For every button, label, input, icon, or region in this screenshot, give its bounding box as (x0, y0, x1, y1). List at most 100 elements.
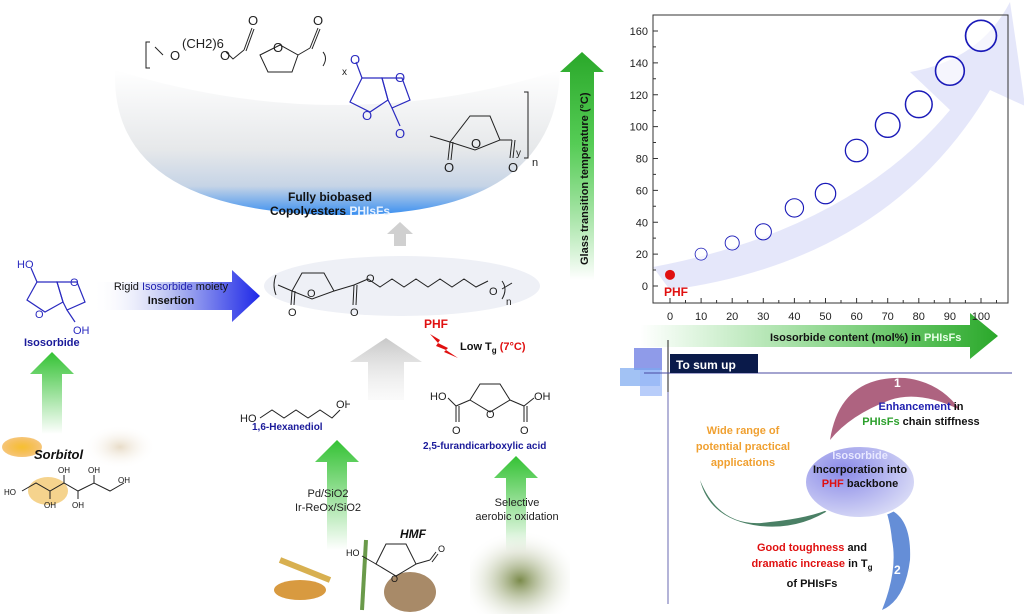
wheat-ear (278, 557, 332, 583)
y-tick-label: 100 (630, 122, 648, 134)
item-3-number: 3 (753, 511, 760, 525)
x-tick-label: 60 (850, 311, 862, 323)
subscript-n: n (532, 157, 538, 169)
up-arrow-gray-large (350, 338, 422, 400)
svg-text:O: O (438, 544, 445, 554)
fdca-structure: HO O O O OH (430, 383, 551, 437)
copolyester-structure: O (CH2)6 O O O O x O O O O O O O y n (145, 13, 538, 175)
svg-text:O: O (489, 286, 498, 298)
svg-text:O: O (220, 48, 230, 63)
top-bowl-graphic (114, 70, 560, 215)
isosorbide-ho: HO (17, 260, 34, 271)
svg-text:O: O (248, 13, 258, 28)
subscript-y: y (516, 148, 521, 159)
data-point (754, 223, 772, 241)
insertion-line2: Insertion (147, 295, 195, 307)
svg-text:O: O (395, 70, 405, 85)
hexanediol-structure: HO OH (240, 399, 350, 422)
o-atom: O (170, 48, 180, 63)
y-tick-label: 0 (642, 281, 648, 293)
sorbitol-oh-4: OH (72, 501, 84, 510)
x-tick-label: 10 (695, 311, 707, 323)
svg-text:O: O (288, 307, 297, 319)
svg-text:OH: OH (336, 399, 350, 411)
biomass-images: HO O O (274, 530, 570, 614)
data-point (694, 247, 708, 261)
isosorbide-oh: OH (73, 325, 90, 337)
summary-item-3: Wide range of potential practical applic… (695, 425, 791, 469)
green-arrow-hexanediol (315, 440, 359, 550)
svg-text:O: O (35, 309, 44, 321)
x-tick-label: 80 (913, 311, 925, 323)
x-axis-label: Isosorbide content (mol%) in PHIsFs (770, 332, 961, 344)
x-axis-green-arrow (640, 313, 998, 359)
hmf-name: HMF (400, 527, 426, 541)
up-arrow-gray-small (387, 222, 413, 246)
low-tg-value: (7°C) (499, 341, 526, 353)
bowl-shape (114, 70, 560, 215)
y-tick-label: 140 (630, 58, 648, 70)
tg-chart: Glass transition temperature (°C) Isosor… (560, 2, 1024, 359)
catalyst-line1: Pd/SiO2 (307, 488, 349, 500)
phf-subscript-n: n (506, 297, 512, 308)
svg-text:HO: HO (346, 548, 360, 558)
phf-label: PHF (424, 317, 448, 331)
catalyst-line2: Ir-ReOx/SiO2 (294, 502, 361, 514)
data-point (934, 55, 966, 87)
fdca-name: 2,5-furandicarboxylic acid (423, 441, 547, 452)
caption-line2-prefix: Copolyesters (269, 204, 346, 218)
y-tick-label: 20 (636, 249, 648, 261)
trend-arrow (653, 2, 1024, 290)
svg-text:O: O (471, 136, 481, 151)
wheat-grains (274, 580, 326, 600)
low-tg-label: Low Tg (7°C) (460, 341, 526, 356)
phf-structure: O O O O O n (264, 256, 540, 319)
lightning-icon (430, 334, 458, 358)
svg-text:O: O (391, 574, 398, 584)
data-point (874, 112, 901, 139)
x-tick-label: 0 (667, 311, 673, 323)
svg-text:O: O (362, 108, 372, 123)
center-ellipse (804, 445, 916, 519)
caption-line1: Fully biobased (287, 190, 372, 204)
x-tick-label: 40 (788, 311, 800, 323)
insertion-label: Rigid Isosorbide moiety Insertion (96, 280, 246, 308)
x-tick-label: 90 (944, 311, 956, 323)
copolyester-caption: Fully biobased Copolyesters PHIsFs (190, 190, 470, 218)
data-point (784, 198, 805, 218)
corn-cob (2, 437, 42, 457)
oxidation-label: Selective aerobic oxidation (475, 497, 559, 523)
svg-text:HO: HO (430, 391, 447, 403)
y-tick-label: 60 (636, 185, 648, 197)
svg-text:O: O (273, 40, 283, 55)
svg-text:HO: HO (240, 413, 257, 422)
sorbitol-ho: HO (4, 488, 16, 497)
data-point (814, 182, 837, 205)
y-tick-label: 80 (636, 154, 648, 166)
item-2-number: 2 (894, 563, 901, 577)
swoosh-2 (882, 508, 911, 610)
svg-text:O: O (307, 288, 316, 300)
svg-text:O: O (366, 273, 375, 285)
rice-sack (84, 425, 156, 469)
y-tick-label: 40 (636, 217, 648, 229)
svg-text:O: O (313, 13, 323, 28)
center-isosorbide: Isosorbide (832, 450, 888, 462)
hmf-structure (361, 543, 439, 577)
summary-item-1: Enhancement in PHIsFs chain stiffness (862, 401, 980, 428)
flour-sack (384, 572, 436, 612)
catalyst-label: Pd/SiO2 Ir-ReOx/SiO2 (278, 487, 378, 515)
svg-text:O: O (486, 409, 495, 421)
caption-phisfs: PHIsFs (349, 204, 391, 218)
ch2-group: (CH2)6 (182, 36, 224, 51)
summary-item-2: Good toughness and dramatic increase in … (751, 542, 873, 591)
y-axis-label: Glass transition temperature (°C) (579, 92, 591, 265)
to-sum-up-box (670, 354, 758, 373)
y-axis-green-arrow (560, 52, 604, 280)
subscript-x: x (342, 67, 347, 78)
insertion-arrow (92, 270, 260, 322)
data-point (844, 138, 869, 163)
green-arrow-isosorbide (30, 352, 74, 434)
isosorbide-structure: HO O O OH (17, 260, 90, 337)
data-point (964, 19, 998, 53)
